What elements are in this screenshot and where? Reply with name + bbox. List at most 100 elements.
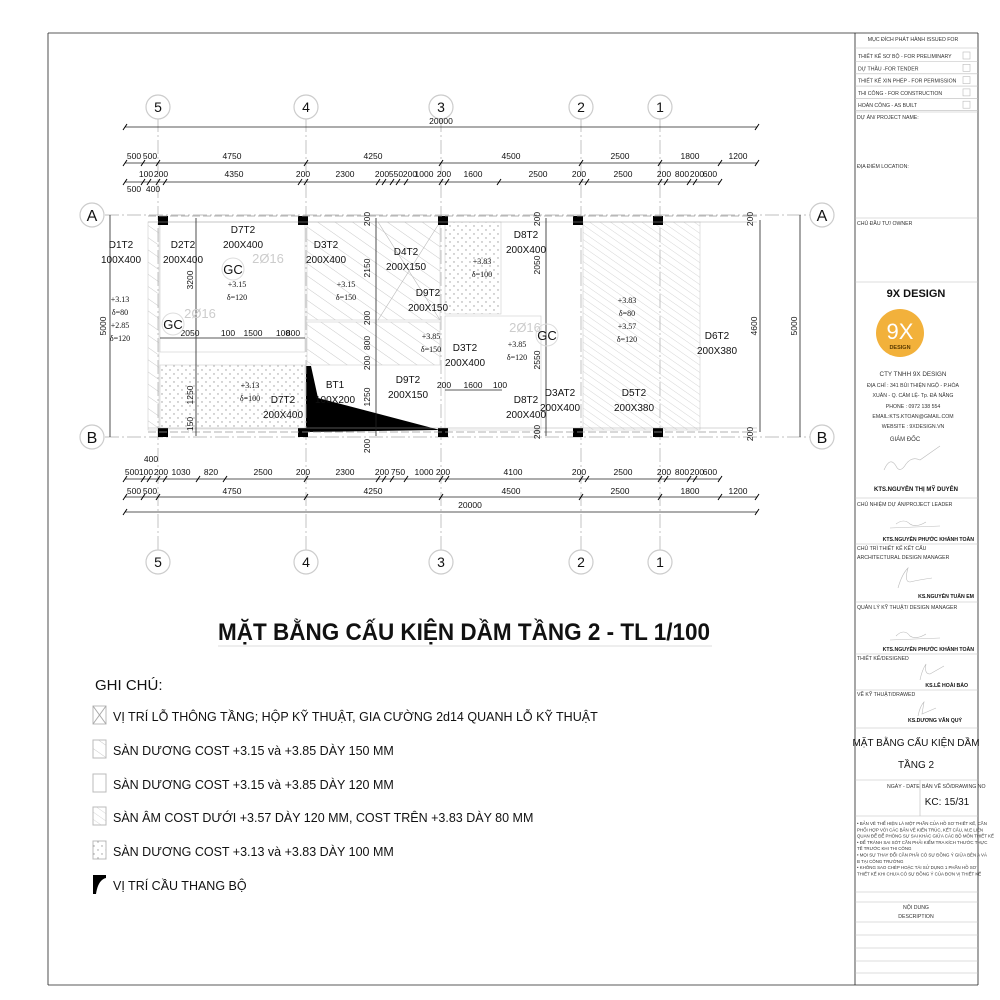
legend-item: SÀN DƯƠNG COST +3.15 và +3.85 DÀY 120 MM xyxy=(113,777,394,792)
gc-marker: GC xyxy=(223,262,243,277)
drawing-title: MẶT BẰNG CẤU KIỆN DẦM TẦNG 2 - TL 1/100 xyxy=(218,618,710,646)
dimension-value: 750 xyxy=(391,467,405,477)
dimension-value: 4750 xyxy=(223,151,242,161)
dimension-value: 500 xyxy=(143,151,157,161)
sheet-frame xyxy=(47,32,979,986)
beam-size: 200X400 xyxy=(263,410,303,421)
dimension-tick xyxy=(438,159,444,167)
dimension-value: 400 xyxy=(144,454,158,464)
dimension-value: 500 xyxy=(127,184,141,194)
issue-option-label: THI CÔNG - FOR CONSTRUCTION xyxy=(858,90,942,97)
beam-name: BT1 xyxy=(326,380,345,391)
dimension-value: 5000 xyxy=(98,316,108,335)
issue-option-checkbox[interactable] xyxy=(962,100,971,109)
slab-level-tag: δ=120 xyxy=(507,353,527,362)
beam-size: 200X400 xyxy=(223,240,263,251)
dimension-tick xyxy=(122,178,128,186)
grid-label: 5 xyxy=(154,99,162,115)
dimension-tick xyxy=(155,159,161,167)
slab-level-tag: δ=120 xyxy=(227,293,247,302)
column xyxy=(653,216,663,225)
dimension-tick xyxy=(381,475,387,483)
dimension-value: 200 xyxy=(154,169,168,179)
dimension-tick xyxy=(657,159,663,167)
firm-name: 9X DESIGN xyxy=(887,288,946,300)
note-line: TẾ TRƯỚC KHI THI CÔNG xyxy=(857,846,912,851)
sheet-title: TẦNG 2 xyxy=(898,758,935,771)
dimension-tick xyxy=(155,475,161,483)
dimension-tick xyxy=(297,178,303,186)
structure-role: CHỦ TRÌ THIẾT KẾ KẾT CẤU xyxy=(857,545,927,552)
beam-name: D2T2 xyxy=(171,240,196,251)
gc-marker: GC xyxy=(537,328,557,343)
slab-sunken-hatched xyxy=(582,221,701,431)
owner-label: CHỦ ĐẦU TƯ/ OWNER xyxy=(857,220,913,227)
dimension-value: 1600 xyxy=(464,169,483,179)
grid-bubble xyxy=(428,549,454,575)
legend-icon-opening xyxy=(92,705,107,725)
dimension-tick xyxy=(584,475,590,483)
slab-hatched-strip xyxy=(147,221,160,431)
dimension-tick xyxy=(438,493,444,501)
grid-label: 4 xyxy=(302,554,310,570)
svg-text:9X: 9X xyxy=(887,319,914,344)
dimension-tick xyxy=(692,178,698,186)
dimension-value: 4600 xyxy=(749,316,759,335)
grid-bubble xyxy=(145,549,171,575)
beam-size: 200X400 xyxy=(445,358,485,369)
slab-plain xyxy=(444,315,542,431)
dimension-value: 100 xyxy=(139,169,153,179)
description-label: DESCRIPTION xyxy=(898,914,934,920)
dimension-tick xyxy=(578,159,584,167)
address-line: XUÂN - Q. CẨM LỆ- Tp. ĐÀ NẴNG xyxy=(873,391,954,399)
legend-item: VỊ TRÍ LỖ THÔNG TẦNG; HỘP KỸ THUẬT, GIA … xyxy=(113,709,598,724)
slab-level-tag: δ=80 xyxy=(112,308,128,317)
issue-option-checkbox[interactable] xyxy=(962,64,971,72)
slab-dotted xyxy=(159,364,306,430)
legend-icon-plain xyxy=(92,773,107,793)
dimension-value: 200 xyxy=(572,169,586,179)
dimension-tick xyxy=(663,475,669,483)
slab-level-tag: +2.85 xyxy=(111,321,130,330)
grid-bubble xyxy=(568,549,594,575)
director-name: KTS.NGUYỄN THỊ MỸ DUYÊN xyxy=(874,485,958,493)
issue-option-checkbox[interactable] xyxy=(962,51,971,60)
dimension-tick xyxy=(692,475,698,483)
column xyxy=(158,428,168,437)
dimension-value: 100 xyxy=(139,467,153,477)
grid-bubble xyxy=(647,549,673,575)
legend-item: SÀN DƯƠNG COST +3.15 và +3.85 DÀY 150 MM xyxy=(113,743,394,758)
issue-option-label: THIẾT KẾ XIN PHÉP - FOR PERMISSION xyxy=(858,78,957,85)
dimension-value: 1000 xyxy=(415,169,434,179)
dimension-tick xyxy=(717,159,723,167)
dimension-value: 2050 xyxy=(532,255,542,274)
slab-level-tag: +3.57 xyxy=(618,322,637,331)
dimension-value: 200 xyxy=(296,467,310,477)
phone: PHONE : 0972 138 554 xyxy=(886,404,941,410)
slab-dotted xyxy=(444,221,502,315)
slab-level-tag: +3.15 xyxy=(337,280,356,289)
issue-option-checkbox[interactable] xyxy=(962,76,971,84)
dimension-value: 200 xyxy=(375,169,389,179)
dimension-tick xyxy=(754,493,760,501)
dimension-tick xyxy=(496,178,502,186)
dimension-value: 800 xyxy=(362,336,372,350)
issue-option-checkbox[interactable] xyxy=(962,88,971,97)
structure-role: ARCHITECTURAL DESIGN MANAGER xyxy=(857,555,950,561)
slab-regions xyxy=(147,221,701,432)
dimension-value: 2050 xyxy=(181,328,200,338)
signature xyxy=(917,701,937,717)
dimension-tick xyxy=(303,159,309,167)
dimension-tick xyxy=(140,178,146,186)
rebar-note: 2Ø16 xyxy=(252,251,284,266)
company-logo: 9X DESIGN xyxy=(876,309,924,357)
leader-role: CHỦ NHIỆM DỰ ÁN/PROJECT LEADER xyxy=(857,500,953,508)
dimension-value: 550 xyxy=(389,169,403,179)
dimension-tick xyxy=(122,159,128,167)
slab-level-tag: δ=120 xyxy=(617,335,637,344)
dimension-tick xyxy=(754,508,760,516)
title-block: MỤC ĐÍCH PHÁT HÀNH ISSUED FOR THIẾT KẾ S… xyxy=(852,36,994,974)
slab-level-tag: +3.83 xyxy=(473,257,492,266)
grid-label: 2 xyxy=(577,554,585,570)
column xyxy=(573,428,583,437)
